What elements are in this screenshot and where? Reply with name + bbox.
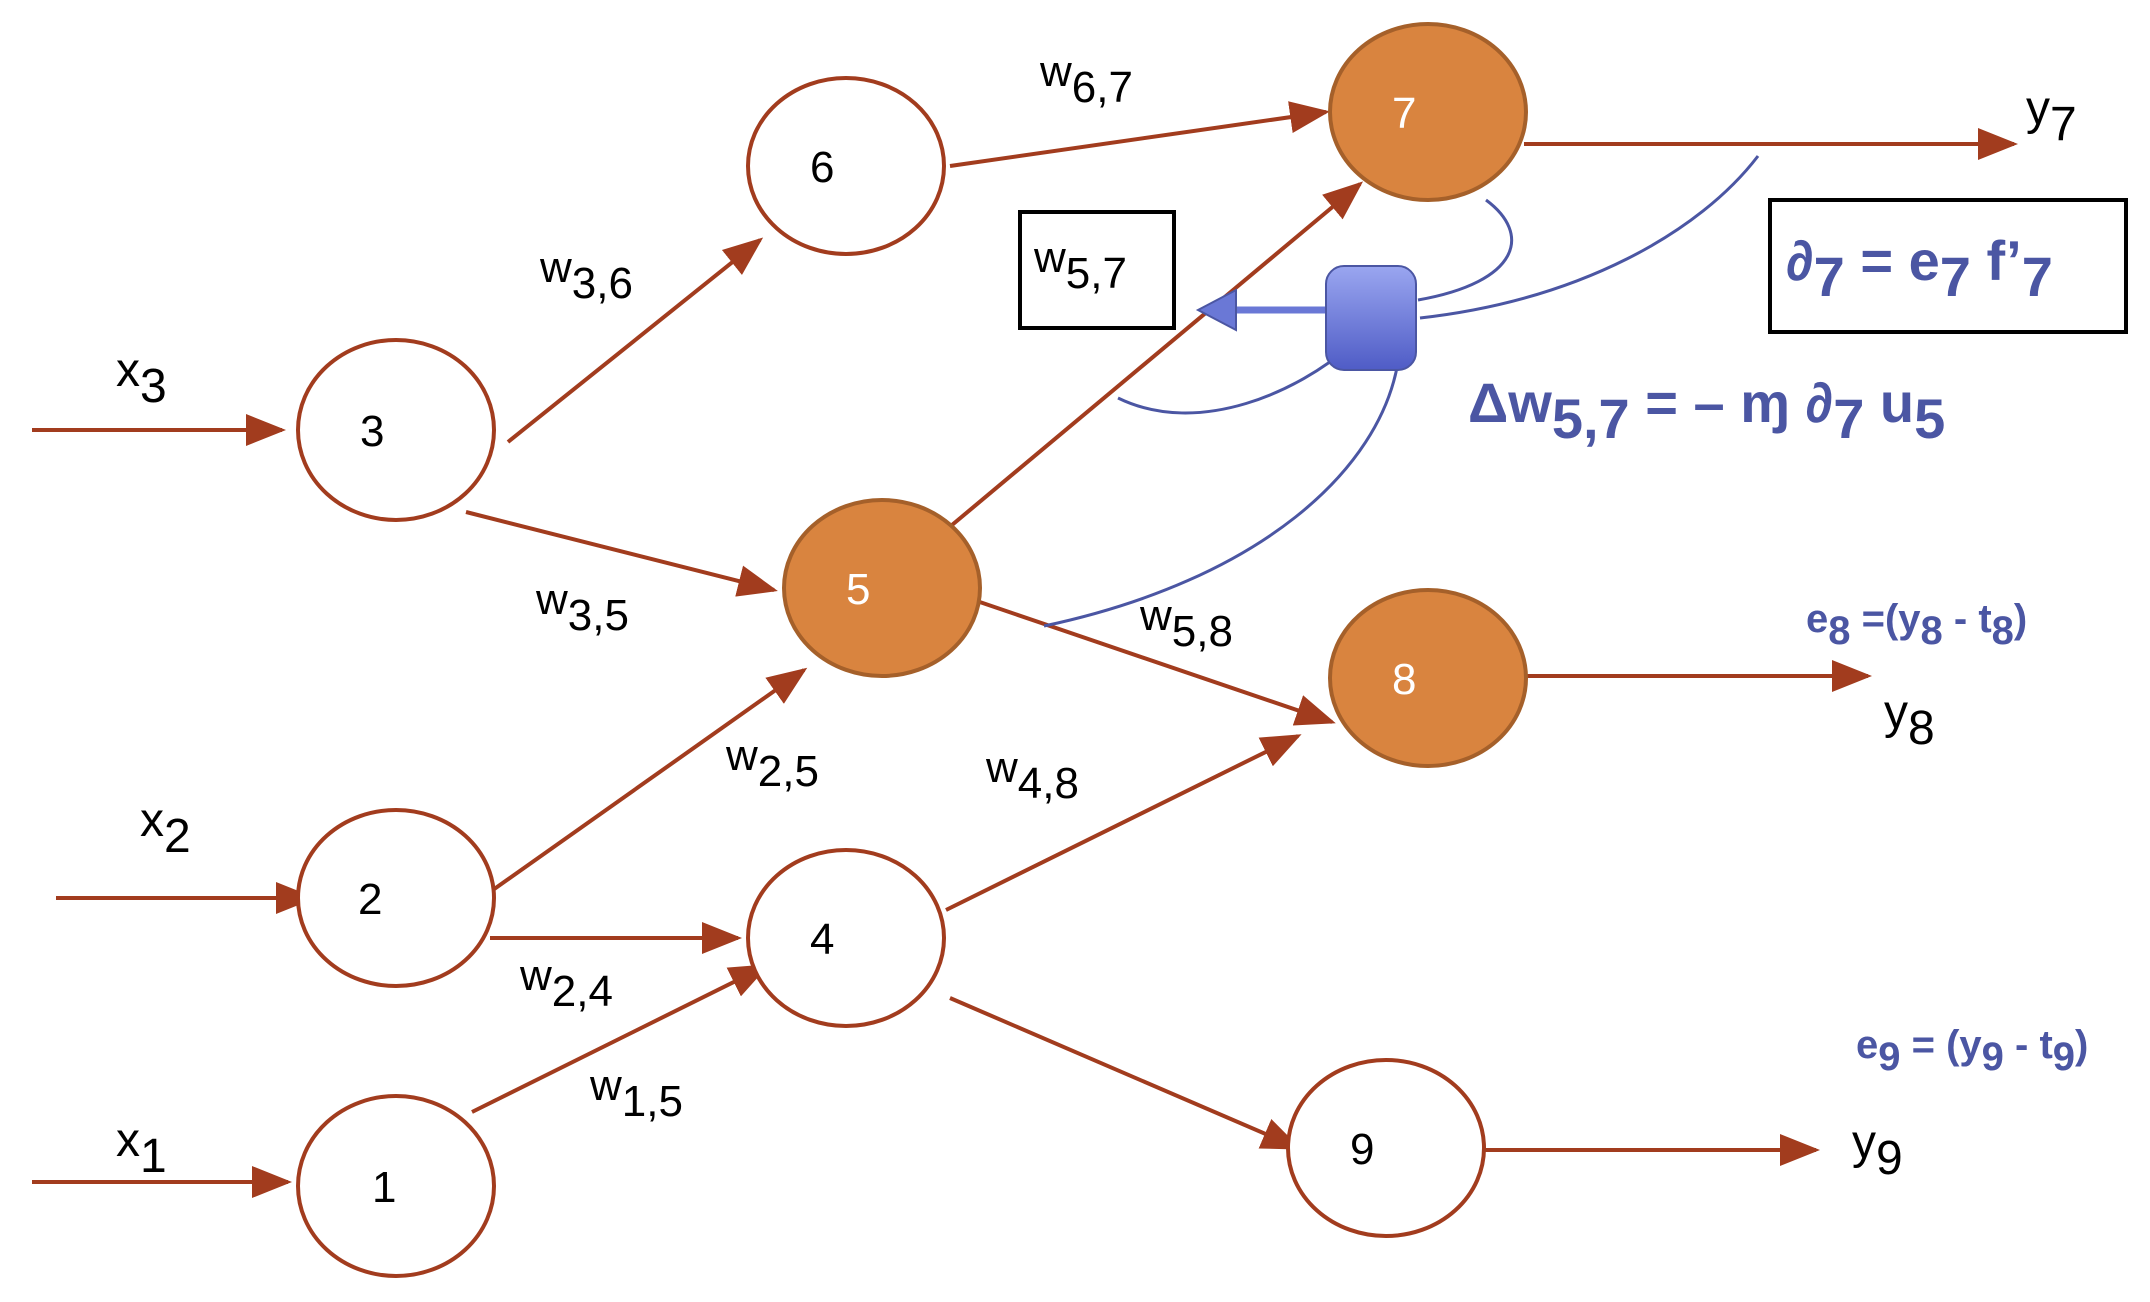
- node-3-label: 3: [360, 407, 384, 456]
- weight-w25-label: w2,5: [725, 731, 819, 796]
- node-5: [782, 498, 982, 678]
- weight-w15-label: w1,5: [589, 1061, 683, 1126]
- nodes: 1 2 3 4 5 6 7 8 9: [296, 22, 1528, 1278]
- node-2-label: 2: [358, 875, 382, 924]
- node-9: [1286, 1058, 1486, 1238]
- output-y9-label: y9: [1852, 1116, 1903, 1185]
- input-x3-label: x3: [116, 344, 167, 413]
- output-y7-label: y7: [2026, 82, 2077, 151]
- edge-4-to-8: [945, 734, 1302, 912]
- node-5-label: 5: [846, 565, 870, 614]
- node-4: [746, 848, 946, 1028]
- node-3: [296, 338, 496, 522]
- error-e9-formula: e9 = (y9 - t9): [1856, 1023, 2088, 1079]
- node-4-label: 4: [810, 915, 834, 964]
- edges: [32, 101, 2018, 1198]
- feedback-curve-node7: [1417, 198, 1513, 302]
- edge-3-to-5: [465, 510, 778, 597]
- edge-5-to-7: [944, 181, 1364, 532]
- node-6-label: 6: [810, 143, 834, 192]
- node-1: [296, 1094, 496, 1278]
- output-y8-label: y8: [1884, 686, 1935, 755]
- node-7-label: 7: [1392, 89, 1416, 138]
- edge-1-to-4: [471, 964, 770, 1114]
- node-9-label: 9: [1350, 1125, 1374, 1174]
- weight-w24-label: w2,4: [519, 951, 613, 1016]
- edge-3-to-6: [506, 237, 764, 444]
- weight-w58-label: w5,8: [1139, 591, 1233, 656]
- input-x2-label: x2: [140, 794, 191, 863]
- node-6: [746, 76, 946, 256]
- node-7: [1328, 22, 1528, 202]
- edge-2-to-5: [488, 667, 808, 894]
- feedback-curve-y7: [1419, 155, 1760, 320]
- input-x1-label: x1: [116, 1114, 167, 1183]
- node-1-label: 1: [372, 1163, 396, 1212]
- weight-w57-label: w5,7: [1033, 233, 1127, 298]
- weight-w36-label: w3,6: [539, 243, 633, 308]
- weight-update-formula: Δw5,7 = – ɱ ∂7 u5: [1468, 371, 1945, 450]
- node-8-label: 8: [1392, 655, 1416, 704]
- weight-w67-label: w6,7: [1039, 47, 1133, 112]
- error-e8-formula: e8 =(y8 - t8): [1806, 597, 2027, 653]
- weight-w48-label: w4,8: [985, 743, 1079, 808]
- edge-5-to-8: [967, 596, 1336, 726]
- delta7-formula: ∂7 = e7 f’7: [1786, 229, 2053, 308]
- delta7-formula-box: [1768, 198, 2128, 334]
- node-8: [1328, 588, 1528, 768]
- feedback-curve-node5: [1043, 361, 1400, 628]
- edge-4-to-9: [949, 996, 1302, 1150]
- feedback-arrowhead: [1195, 288, 1237, 332]
- update-rule-box: [1325, 265, 1417, 371]
- edge-6-to-7: [949, 101, 1330, 168]
- weight-w35-label: w3,5: [535, 575, 629, 640]
- node-2: [296, 808, 496, 988]
- weight-w57-box: [1018, 210, 1176, 330]
